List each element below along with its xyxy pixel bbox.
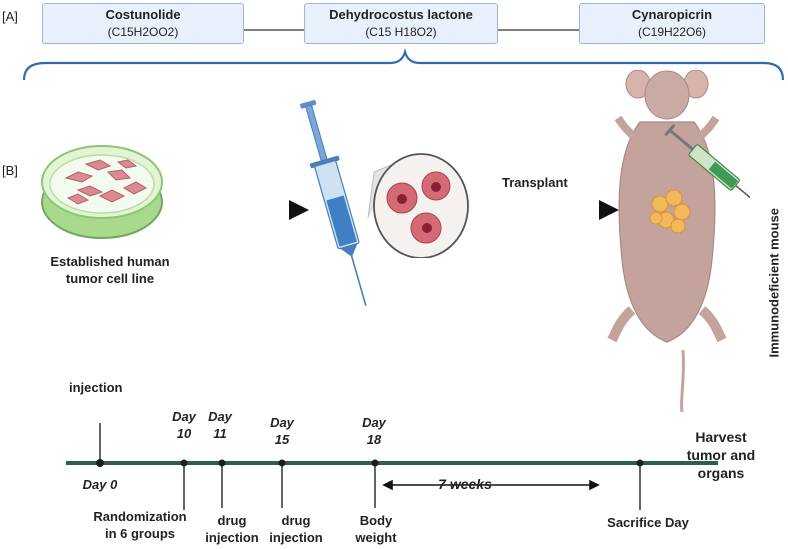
mouse-icon [607,70,750,413]
day-number: 10 [176,426,192,441]
day-word: Day [362,415,386,430]
timeline-body-weight-label: Body weight [355,513,397,545]
compound-name: Costunolide [105,7,181,22]
timeline-sacrifice-day-label: Sacrifice Day [607,515,689,530]
cell-line-label: Established human tumor cell line [50,254,170,286]
timeline-interval-label: 7 weeks [438,476,492,492]
petri-dish-icon [41,145,163,239]
curly-bracket [22,47,785,81]
timeline-day18-label: Day 18 [354,414,394,448]
timeline-harvest-label: Harvest tumor and organs [686,429,756,481]
timeline-dot [218,459,226,467]
compound-formula: (C15 H18O2) [365,25,437,39]
day-number: 15 [274,432,290,447]
panel-a-label: [A] [2,9,18,24]
process-arrows [174,200,619,220]
timeline-randomization-label: Randomization in 6 groups [93,509,187,541]
compound-connectors [22,29,785,81]
timeline-drug-injection-label: drug injection [269,513,323,545]
timeline-dot [180,459,188,467]
compound-box-dehydrocostus-lactone: Dehydrocostus lactone (C15 H18O2) [304,3,498,44]
day-word: Day [172,409,196,424]
compound-box-costunolide: Costunolide (C15H2OO2) [42,3,244,44]
compound-name: Dehydrocostus lactone [329,7,473,22]
syringe-icon [299,99,367,306]
timeline [66,423,718,510]
tumor-cells-magnified-icon [367,153,469,258]
mouse-label: Immunodeficient mouse [766,207,782,358]
timeline-day10-label: Day 10 [164,408,204,442]
compound-box-cynaropicrin: Cynaropicrin (C19H22O6) [579,3,765,44]
compound-formula: (C19H22O6) [637,25,707,39]
timeline-dot [636,459,644,467]
timeline-injection-label: injection [69,380,123,395]
compound-name: Cynaropicrin [631,7,713,22]
timeline-drug-injection-label: drug injection [205,513,259,545]
day-word: Day [208,409,232,424]
compound-formula: (C15H2OO2) [107,25,179,39]
day-number: 18 [366,432,382,447]
interval-arrow [382,479,600,491]
timeline-dot [96,459,104,467]
timeline-day11-label: Day 11 [200,408,240,442]
transplant-label: Transplant [502,175,568,190]
timeline-dot [278,459,286,467]
day-word: Day [270,415,294,430]
timeline-day15-label: Day 15 [262,414,302,448]
panel-b-label: [B] [2,163,18,178]
timeline-day0-label: Day 0 [82,477,118,492]
timeline-dot [371,459,379,467]
day-number: 11 [213,426,227,441]
